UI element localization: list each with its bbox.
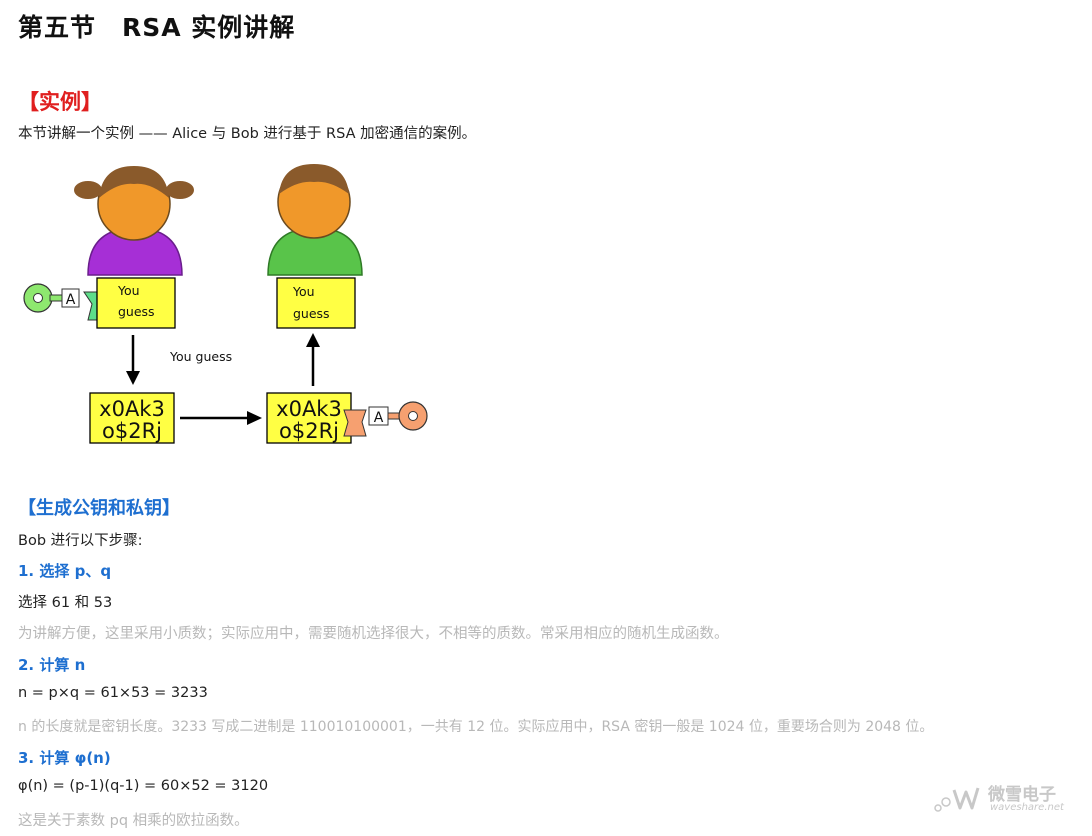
alice-pigtail-right	[166, 181, 194, 199]
watermark: 微雪电子 waveshare.net	[928, 778, 1078, 822]
arrow-label: You guess	[169, 349, 232, 364]
step-3-note: 这是关于素数 pq 相乘的欧拉函数。	[18, 813, 249, 829]
section-heading-example: 【实例】	[18, 89, 102, 114]
cipher-right-line2: o$2Rj	[279, 419, 339, 443]
bob-message-label: You guess	[293, 284, 330, 321]
step-2-heading: 2. 计算 n	[18, 656, 86, 674]
cipher-left-line2: o$2Rj	[102, 419, 162, 443]
alice-key-icon: A	[23, 283, 107, 321]
alice-hair	[99, 166, 169, 198]
rsa-diagram: A You guess You guess You guess x0Ak3 o$…	[23, 164, 428, 444]
alice-message-box	[96, 277, 176, 329]
intro-text: 本节讲解一个实例 —— Alice 与 Bob 进行基于 RSA 加密通信的案例…	[18, 126, 477, 142]
cipher-box-left	[89, 392, 175, 444]
step-2-note: n 的长度就是密钥长度。3233 写成二进制是 110010100001，一共有…	[18, 719, 934, 735]
page-title: 第五节 RSA 实例讲解	[18, 13, 296, 42]
step-3-body: φ(n) = (p-1)(q-1) = 60×52 = 3120	[18, 778, 269, 794]
alice-figure	[74, 166, 194, 276]
bob-figure	[267, 164, 363, 276]
section-heading-keys: 【生成公钥和私钥】	[18, 498, 180, 519]
step-1-body: 选择 61 和 53	[18, 595, 113, 611]
alice-message-label: You guess	[118, 283, 155, 319]
watermark-site: waveshare.net	[990, 802, 1064, 813]
bob-key-icon: A	[343, 401, 428, 437]
bob-key-letter: A	[374, 410, 384, 426]
step-1-note: 为讲解方便，这里采用小质数；实际应用中，需要随机选择很大，不相等的质数。常采用相…	[18, 626, 729, 642]
cipher-box-right	[266, 392, 352, 444]
watermark-logo-icon	[934, 787, 980, 812]
step-2-body: n = p×q = 61×53 = 3233	[18, 685, 208, 701]
cipher-left-line1: x0Ak3	[99, 397, 165, 421]
cipher-right-line1: x0Ak3	[276, 397, 342, 421]
alice-pigtail-left	[74, 181, 102, 199]
step-3-heading: 3. 计算 φ(n)	[18, 749, 111, 767]
bob-hair	[279, 164, 349, 194]
bob-message-box	[276, 277, 356, 329]
alice-key-letter: A	[66, 292, 76, 308]
watermark-brand: 微雪电子	[988, 785, 1056, 805]
step-1-heading: 1. 选择 p、q	[18, 562, 112, 580]
bob-steps-intro: Bob 进行以下步骤:	[18, 533, 143, 549]
